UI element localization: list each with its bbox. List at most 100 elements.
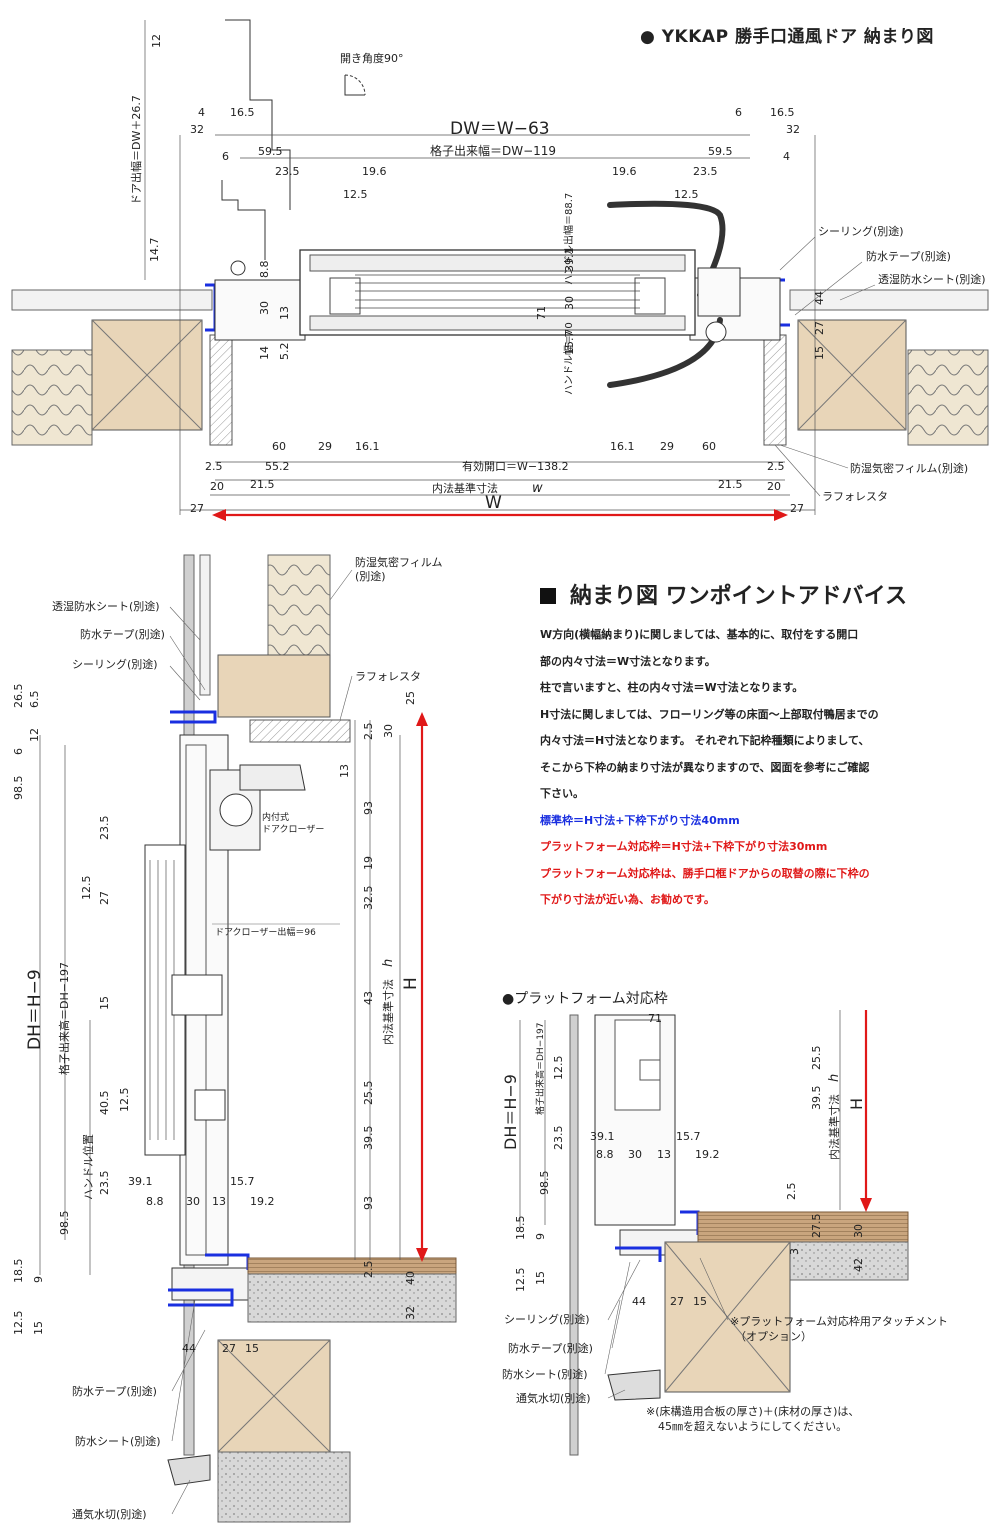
section-dh-label: DH＝H−9 [25,969,45,1050]
advice-line: H寸法に関しましては、フローリング等の床面～上部取付鴨居までの [540,707,879,721]
dimension-label: 25.5 [810,1046,823,1071]
dimension-label: 55.2 [265,460,290,473]
platform-lattice-label: 格子出来高＝DH−197 [534,1023,546,1115]
dimension-label: 2.5 [362,723,375,741]
dimension-label: 23.5 [98,1171,111,1196]
dimension-label: 15 [813,346,826,360]
handle-projection-label: ハンドル出幅＝88.7 [562,193,575,285]
platform-h-var: h [827,1074,842,1082]
dimension-label: 6 [222,150,229,163]
dimension-label: 12.5 [343,188,368,201]
dimension-label: 防水テープ(別途) [508,1341,593,1355]
dimension-label: 防水テープ(別途) [866,249,951,263]
plan-insulation-left [11,349,93,446]
dimension-label: 19.6 [612,165,637,178]
advice-line: 内々寸法＝H寸法となります。 それぞれ下記枠種類によりまして、 [540,734,870,747]
dimension-label: 通気水切(別途) [516,1391,591,1405]
dimension-label: 透湿防水シート(別途) [878,272,986,286]
plan-view: 開き角度90° DW＝W−63 格子出来幅＝DW−119 有効開口＝W−138.… [11,19,989,521]
dimension-label: 30 [628,1148,642,1161]
dimension-label: 29 [660,440,674,453]
dimension-label: 44 [632,1295,646,1308]
dimension-label: 27 [222,1342,236,1355]
dimension-label: 44 [182,1342,196,1355]
dimension-label: 12.5 [12,1311,25,1336]
dimension-label: 27 [190,502,204,515]
dimension-label: シーリング(別途) [504,1312,590,1326]
dimension-label: ラフォレスタ [822,490,888,503]
dimension-label: 98.5 [58,1211,71,1236]
dimension-label: 71 [535,306,548,320]
closer-width-label: ドアクローザー出幅＝96 [215,926,316,938]
dimension-label: 32 [786,123,800,136]
advice-title: 納まり図 ワンポイントアドバイス [540,578,960,610]
dimension-label: シーリング(別途) [818,224,904,238]
section-dims-bottom: 39.1 15.7 8.8 30 13 19.2 44 27 15 [128,1175,275,1355]
dimension-label: 30 [258,301,271,315]
section-labels-top: 防湿気密フィルム (別途) ラフォレスタ [355,555,443,683]
dimension-label: 23.5 [552,1126,565,1151]
dimension-label: 59.5 [258,145,283,158]
dimension-label: 98.5 [538,1171,551,1196]
dimension-label: 5.2 [278,343,291,361]
dimension-label: 19.6 [362,165,387,178]
advice-line: 下さい。 [540,787,584,800]
dimension-label: 防湿気密フィルム(別途) [850,461,968,475]
dimension-label: 8.8 [596,1148,614,1161]
dimension-label: 60 [702,440,716,453]
dimension-label: 防水テープ(別途) [72,1384,157,1398]
lattice-width-label: 格子出来幅＝DW−119 [430,143,556,158]
advice-line: そこから下枠の納まり寸法が異なりますので、図面を参考にご確認 [540,760,870,774]
platform-inner-ref-label: 内法基準寸法 [827,1094,841,1160]
section-dims-left: 26.5 6.5 12 6 98.5 23.5 12.5 27 15 40.5 … [12,684,131,1336]
dimension-label: 18.5 [514,1216,527,1241]
platform-dh-label: DH＝H−9 [501,1074,520,1150]
dimension-label: 15.7 [563,331,576,356]
dimension-label: 39.5 [362,1126,375,1151]
platform-labels: シーリング(別途) 防水テープ(別途) 防水シート(別途) 通気水切(別途) ※… [502,1312,948,1433]
dimension-label: 12.5 [118,1088,131,1113]
dimension-label: ※プラットフォーム対応枠用アタッチメント [730,1314,948,1328]
dimension-label: 6 [735,106,742,119]
section-h-var: h [381,959,396,967]
section-labels-left: 透湿防水シート(別途) 防水テープ(別途) シーリング(別途) 防水テープ(別途… [52,599,165,1521]
advice-title-text: 納まり図 ワンポイントアドバイス [570,584,908,609]
dimension-label: 30 [186,1195,200,1208]
dimension-label: 13 [212,1195,226,1208]
dimension-label: 19 [362,856,375,870]
page-title: ● YKKAP 勝手口通風ドア 納まり図 [640,27,934,47]
dimension-label: 透湿防水シート(別途) [52,599,160,613]
advice-line: 部の内々寸法＝W寸法となります。 [540,654,716,668]
dimension-label: 15 [98,996,111,1010]
dimension-label: 防水シート(別途) [75,1434,161,1448]
dimension-label: 16.1 [355,440,380,453]
dimension-label: 2.5 [785,1183,798,1201]
dimension-label: 45㎜を超えないようにしてください。 [658,1419,847,1433]
dimension-label: 9 [534,1233,547,1240]
dimension-label: 2.5 [767,460,785,473]
dimension-label: 26.5 [12,684,25,709]
dimension-label: (別途) [355,569,386,583]
dimension-label: 19.2 [250,1195,275,1208]
plan-wall-right [789,289,989,311]
dimension-label: 32 [404,1306,417,1320]
dimension-label: 20 [210,480,224,493]
dimension-label: 71 [648,1012,662,1025]
dimension-label: 2.5 [362,1261,375,1279]
dimension-label: 8.8 [258,261,271,279]
dimension-label: 15.7 [676,1130,701,1143]
platform-title: ●プラットフォーム対応枠 [502,991,668,1007]
advice-line: W方向(横幅納まり)に関しましては、基本的に、取付をする開口 [540,628,859,641]
advice-platform-note: 下がり寸法が近い為、お勧めです。 [540,893,715,906]
dimension-label: 15.7 [230,1175,255,1188]
dimension-label: 2.5 [205,460,223,473]
dimension-label: 32.5 [362,886,375,911]
dimension-label: 59.5 [708,145,733,158]
dimension-label: 44 [813,291,826,305]
advice-panel: 納まり図 ワンポイントアドバイス W方向(横幅納まり)に関しましては、基本的に、… [540,578,960,914]
dimension-label: 15 [693,1295,707,1308]
dimension-label: 98.5 [12,776,25,801]
dimension-label: 29 [318,440,332,453]
